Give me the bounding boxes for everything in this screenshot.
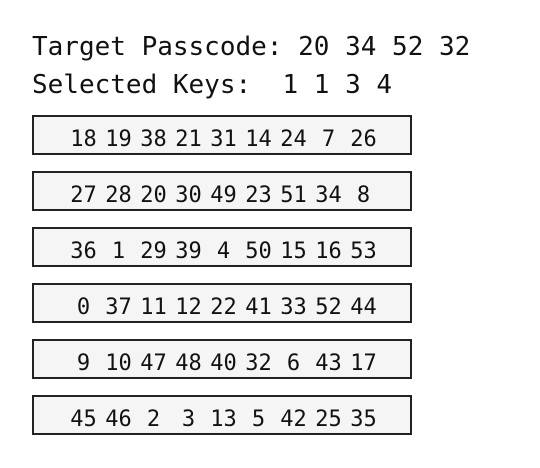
selected-keys-line: Selected Keys: 1 1 3 4 — [32, 70, 392, 100]
key-button[interactable]: 19 — [105, 127, 132, 152]
key-button[interactable]: 11 — [140, 295, 167, 320]
key-button[interactable]: 48 — [175, 351, 202, 376]
key-button[interactable]: 32 — [245, 351, 272, 376]
key-button[interactable]: 9 — [76, 351, 91, 376]
keypad-row-5: 9 10 47 48 40 32 6 43 17 — [32, 339, 412, 379]
key-button[interactable]: 41 — [245, 295, 272, 320]
key-button[interactable]: 33 — [280, 295, 307, 320]
target-passcode-line: Target Passcode: 20 34 52 32 — [32, 32, 470, 62]
key-button[interactable]: 10 — [105, 351, 132, 376]
key-button[interactable]: 37 — [105, 295, 132, 320]
key-button[interactable]: 35 — [350, 407, 377, 432]
key-button[interactable]: 17 — [350, 351, 377, 376]
selected-key-4: 4 — [376, 70, 393, 100]
key-button[interactable]: 13 — [210, 407, 237, 432]
key-button[interactable]: 38 — [140, 127, 167, 152]
key-button[interactable]: 53 — [350, 239, 377, 264]
key-button[interactable]: 12 — [175, 295, 202, 320]
key-button[interactable]: 51 — [280, 183, 307, 208]
key-button[interactable]: 24 — [280, 127, 307, 152]
key-button[interactable]: 14 — [245, 127, 272, 152]
key-button[interactable]: 0 — [76, 295, 91, 320]
target-passcode-value-3: 52 — [392, 32, 424, 62]
key-button[interactable]: 39 — [175, 239, 202, 264]
key-button[interactable]: 8 — [356, 183, 371, 208]
keypad-row-1: 18 19 38 21 31 14 24 7 26 — [32, 115, 412, 155]
selected-keys-label: Selected Keys: — [32, 70, 252, 100]
keypad-row-3: 36 1 29 39 4 50 15 16 53 — [32, 227, 412, 267]
key-button[interactable]: 6 — [286, 351, 301, 376]
key-button[interactable]: 46 — [105, 407, 132, 432]
key-button[interactable]: 7 — [321, 127, 336, 152]
target-passcode-value-4: 32 — [439, 32, 471, 62]
selected-key-3: 3 — [345, 70, 361, 100]
key-button[interactable]: 50 — [245, 239, 272, 264]
key-button[interactable]: 31 — [210, 127, 237, 152]
target-passcode-value-1: 20 — [298, 32, 330, 62]
key-button[interactable]: 30 — [175, 183, 202, 208]
key-button[interactable]: 43 — [315, 351, 342, 376]
key-button[interactable]: 15 — [280, 239, 307, 264]
key-button[interactable]: 52 — [315, 295, 342, 320]
key-button[interactable]: 23 — [245, 183, 272, 208]
key-button[interactable]: 20 — [140, 183, 167, 208]
keypad-row-4: 0 37 11 12 22 41 33 52 44 — [32, 283, 412, 323]
key-button[interactable]: 45 — [70, 407, 97, 432]
key-button[interactable]: 1 — [111, 239, 126, 264]
key-button[interactable]: 3 — [181, 407, 196, 432]
key-button[interactable]: 16 — [315, 239, 342, 264]
key-button[interactable]: 36 — [70, 239, 97, 264]
key-button[interactable]: 25 — [315, 407, 342, 432]
key-button[interactable]: 34 — [315, 183, 342, 208]
key-button[interactable]: 28 — [105, 183, 132, 208]
key-button[interactable]: 22 — [210, 295, 237, 320]
key-button[interactable]: 4 — [216, 239, 231, 264]
key-button[interactable]: 42 — [280, 407, 307, 432]
key-button[interactable]: 27 — [70, 183, 97, 208]
target-passcode-label: Target Passcode: — [32, 32, 283, 62]
key-button[interactable]: 21 — [175, 127, 202, 152]
key-button[interactable]: 40 — [210, 351, 237, 376]
key-button[interactable]: 5 — [251, 407, 266, 432]
keypad-row-2: 27 28 20 30 49 23 51 34 8 — [32, 171, 412, 211]
key-button[interactable]: 2 — [146, 407, 161, 432]
key-button[interactable]: 49 — [210, 183, 237, 208]
key-button[interactable]: 18 — [70, 127, 97, 152]
key-button[interactable]: 29 — [140, 239, 167, 264]
selected-key-2: 1 — [313, 70, 330, 100]
target-passcode-value-2: 34 — [345, 32, 377, 62]
selected-key-1: 1 — [282, 70, 299, 100]
key-button[interactable]: 26 — [350, 127, 377, 152]
key-button[interactable]: 47 — [140, 351, 167, 376]
key-button[interactable]: 44 — [350, 295, 377, 320]
